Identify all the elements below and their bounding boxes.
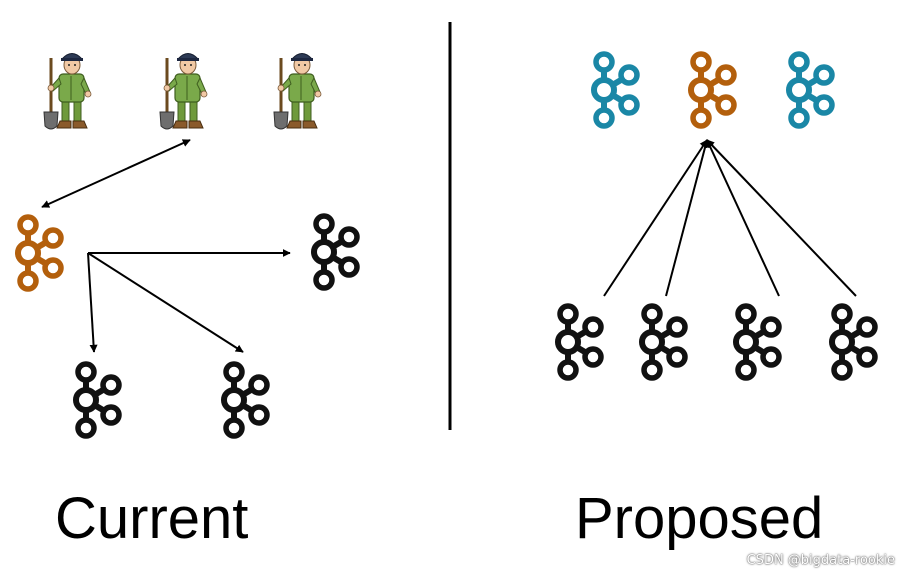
arrow-consumer-to-primary xyxy=(706,139,780,297)
arrow-consumer-to-primary xyxy=(665,139,710,297)
consumer-cluster-icon xyxy=(642,306,685,378)
consumer-cluster-icon xyxy=(314,216,357,288)
primary-cluster-icon xyxy=(691,54,734,126)
caption-current: Current xyxy=(55,486,249,551)
arrow-consumer-to-primary xyxy=(706,139,857,297)
arrow-worker-to-primary xyxy=(41,139,191,208)
consumer-cluster-icon xyxy=(832,306,875,378)
current-section xyxy=(18,52,357,437)
primary-cluster-icon xyxy=(18,217,61,289)
arrow-consumer-to-primary xyxy=(603,139,708,297)
proposed-section xyxy=(558,54,875,378)
mirror-cluster-icon xyxy=(594,54,637,126)
mirror-cluster-icon xyxy=(789,54,832,126)
consumer-cluster-icon xyxy=(224,364,267,436)
caption-proposed: Proposed xyxy=(575,486,824,551)
consumer-cluster-icon xyxy=(76,364,119,436)
arrow-primary-to-bottom-left-cluster xyxy=(87,252,98,353)
consumer-cluster-icon xyxy=(736,306,779,378)
worker-icon xyxy=(272,52,323,131)
consumer-cluster-icon xyxy=(558,306,601,378)
worker-icon xyxy=(42,52,93,131)
watermark: CSDN @bigdata-rookie xyxy=(746,553,895,568)
arrow-primary-to-bottom-mid-cluster xyxy=(87,252,244,353)
worker-icon xyxy=(158,52,209,131)
